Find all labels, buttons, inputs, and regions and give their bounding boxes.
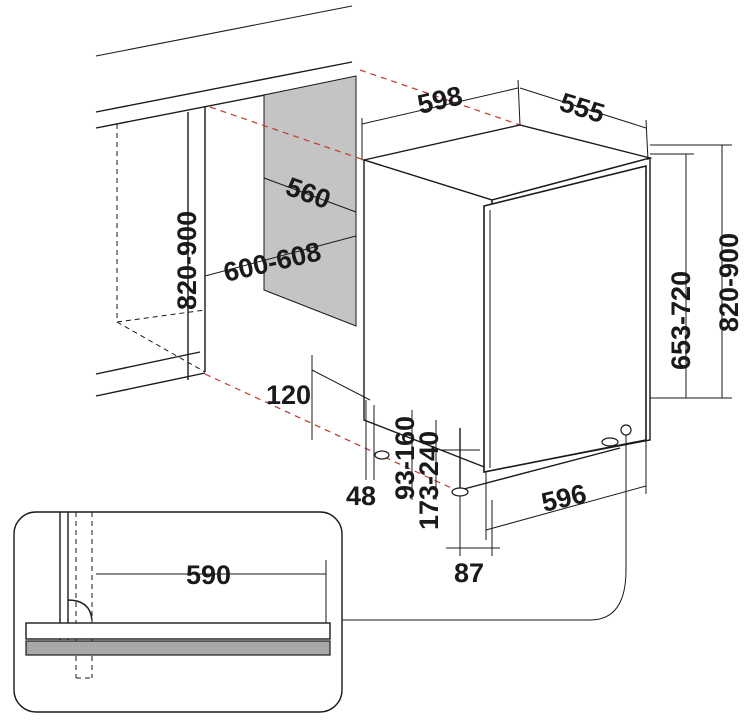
dim-door-bottom: 87 bbox=[454, 558, 484, 588]
dim-appliance-height: 820-900 bbox=[714, 233, 744, 332]
dim-plinth-height: 173-240 bbox=[414, 431, 444, 530]
dim-plinth-depth: 120 bbox=[266, 380, 311, 410]
dimension-lines bbox=[187, 79, 732, 556]
reference-lines bbox=[204, 69, 521, 493]
dim-detail-width: 590 bbox=[186, 560, 231, 590]
dim-foot-offset: 48 bbox=[346, 481, 376, 511]
dishwasher-door bbox=[483, 164, 647, 473]
dim-door-width: 596 bbox=[539, 478, 590, 517]
dim-plinth-gap: 93-160 bbox=[390, 416, 420, 500]
dim-niche-height: 820-900 bbox=[172, 211, 202, 310]
countertop-outline bbox=[95, 5, 353, 397]
dim-door-height: 653-720 bbox=[666, 271, 696, 370]
dim-appliance-width: 598 bbox=[415, 80, 466, 119]
detail-callout-leader bbox=[342, 435, 627, 621]
dim-appliance-depth: 555 bbox=[556, 87, 608, 129]
kick-plate bbox=[25, 640, 331, 656]
detail-inset bbox=[13, 511, 343, 713]
dishwasher-body bbox=[361, 124, 653, 497]
niche-back-panel bbox=[263, 75, 357, 327]
